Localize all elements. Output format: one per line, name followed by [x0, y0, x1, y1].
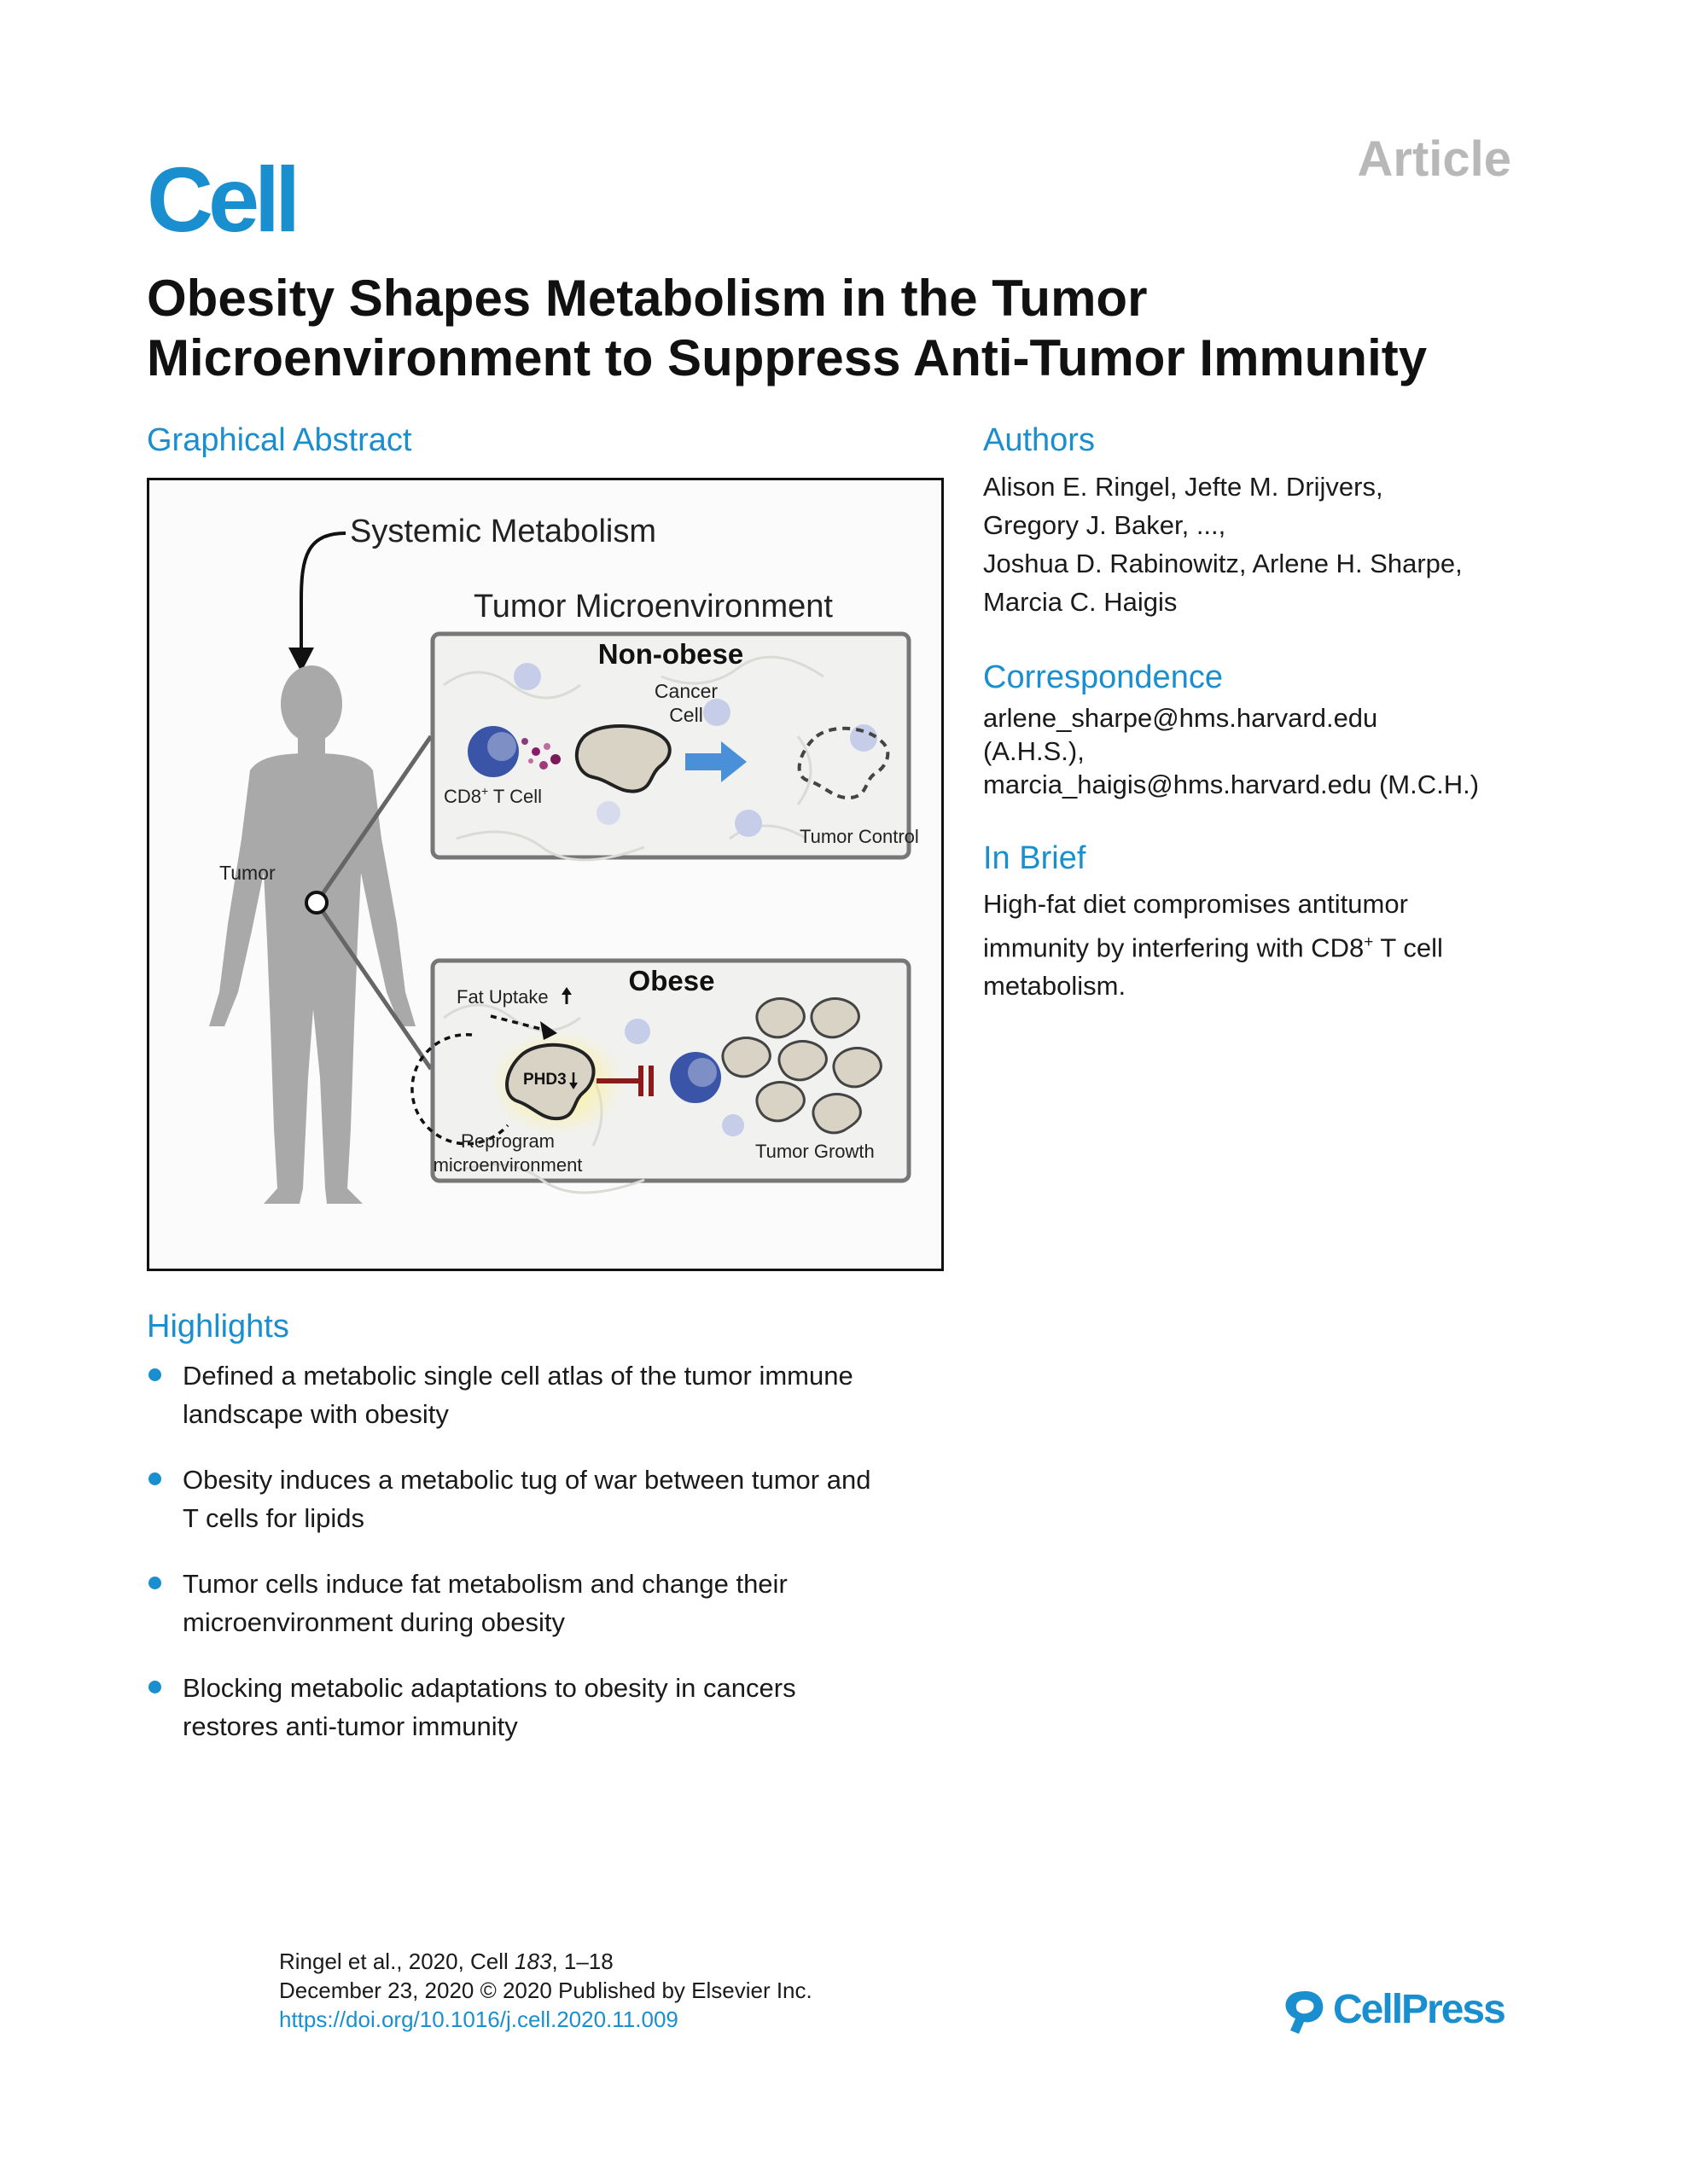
cancer-cell-label-line2: Cell [669, 704, 703, 726]
connector-line-nonobese [314, 735, 434, 904]
cancer-cell-icon [575, 723, 672, 793]
authors-heading: Authors [983, 422, 1095, 458]
publication-date: December 23, 2020 © 2020 Published by El… [279, 1978, 812, 2003]
highlight-item: Tumor cells induce fat metabolism and ch… [147, 1565, 966, 1641]
tumor-control-label: Tumor Control [800, 826, 919, 847]
highlights-list: Defined a metabolic single cell atlas of… [147, 1356, 966, 1773]
reprogram-dashed-arrow [410, 1032, 509, 1146]
authors-list: Alison E. Ringel, Jefte M. Drijvers, Gre… [983, 468, 1546, 621]
highlight-item: Obesity induces a metabolic tug of war b… [147, 1461, 966, 1537]
tumor-microenvironment-label: Tumor Microenvironment [474, 589, 833, 624]
cellpress-logo: CellPress [1280, 1984, 1546, 2044]
human-body-icon [209, 665, 416, 1204]
obese-panel: Obese Fat Uptake PHD3 [410, 958, 911, 1194]
tumor-site-marker [305, 891, 329, 915]
in-brief-heading: In Brief [983, 840, 1086, 876]
title-line: Obesity Shapes Metabolism in the Tumor [147, 270, 1148, 327]
graphical-abstract-illustration: Systemic Metabolism Tumor Microenvironme… [149, 480, 941, 1269]
authors-line: Alison E. Ringel, Jefte M. Drijvers, [983, 472, 1383, 502]
tumor-control-arrow-icon [685, 741, 747, 782]
non-obese-title: Non-obese [598, 638, 744, 670]
systemic-arrowhead-icon [288, 648, 314, 672]
bullet-icon [148, 1368, 161, 1381]
article-type-label: Article [1357, 131, 1511, 187]
title-line: Microenvironment to Suppress Anti-Tumor … [147, 329, 1428, 386]
cd8-t-cell-icon [468, 726, 561, 777]
tumor-growth-cells-icon [721, 997, 882, 1135]
article-title: Obesity Shapes Metabolism in the Tumor M… [147, 269, 1555, 388]
highlight-item: Defined a metabolic single cell atlas of… [147, 1356, 966, 1433]
authors-line: Joshua D. Rabinowitz, Arlene H. Sharpe, [983, 549, 1463, 578]
correspondence-initials: (A.H.S.), [983, 736, 1085, 766]
fat-uptake-label: Fat Uptake [457, 986, 549, 1008]
in-brief-text: High-fat diet compromises antitumor immu… [983, 885, 1546, 1005]
in-brief-line: High-fat diet compromises antitumor [983, 889, 1408, 919]
cancer-cell-label: Cancer [655, 680, 718, 702]
reprogram-label-line2: microenvironment [434, 1154, 583, 1176]
journal-logo: Cell [147, 148, 300, 251]
graphical-abstract-heading: Graphical Abstract [147, 422, 412, 458]
correspondence-block: arlene_sharpe@hms.harvard.edu (A.H.S.), … [983, 701, 1546, 801]
phd3-label: PHD3 [523, 1071, 567, 1089]
obese-title: Obese [629, 965, 715, 996]
highlight-item: Blocking metabolic adaptations to obesit… [147, 1669, 966, 1745]
graphical-abstract-figure: Systemic Metabolism Tumor Microenvironme… [147, 478, 944, 1271]
highlights-heading: Highlights [147, 1309, 289, 1345]
bullet-icon [148, 1577, 161, 1589]
inhibition-symbol-icon [597, 1066, 654, 1096]
tumor-growth-label: Tumor Growth [755, 1141, 875, 1162]
in-brief-line: metabolism. [983, 971, 1126, 1002]
cellpress-wordmark: CellPress [1333, 1987, 1506, 2032]
cellpress-mark-icon [1285, 1991, 1324, 2034]
up-arrow-head-icon [562, 987, 572, 995]
authors-line: Gregory J. Baker, ..., [983, 510, 1226, 540]
down-arrow-head-icon [569, 1083, 578, 1089]
systemic-metabolism-label: Systemic Metabolism [350, 514, 656, 549]
obese-tumor-cell-icon [505, 1043, 596, 1121]
citation-line: Ringel et al., 2020, Cell 183, 1–18 [279, 1949, 614, 1974]
systemic-arrow [300, 531, 346, 649]
authors-line: Marcia C. Haigis [983, 587, 1178, 617]
tumor-control-dashed-cell-icon [797, 726, 890, 800]
doi-link[interactable]: https://doi.org/10.1016/j.cell.2020.11.0… [279, 2007, 678, 2032]
connector-line-obese [314, 901, 434, 1071]
cd8-t-cell-label: CD8+ T Cell [444, 784, 542, 807]
bullet-icon [148, 1681, 161, 1693]
obese-t-cell-icon [670, 1052, 721, 1103]
reprogram-label: Reprogram [461, 1130, 555, 1152]
tumor-label: Tumor [219, 862, 276, 884]
citation-block: Ringel et al., 2020, Cell 183, 1–18 Dece… [279, 1947, 812, 2034]
bullet-icon [148, 1472, 161, 1485]
dashed-arrowhead-icon [540, 1021, 557, 1040]
correspondence-email-link[interactable]: arlene_sharpe@hms.harvard.edu [983, 703, 1378, 733]
non-obese-panel: Non-obese Cancer Cell CD8+ T Cell Tumor … [430, 631, 919, 862]
in-brief-line: immunity by interfering with CD8+ T cell [983, 932, 1443, 963]
correspondence-heading: Correspondence [983, 659, 1223, 695]
correspondence-email-link[interactable]: marcia_haigis@hms.harvard.edu (M.C.H.) [983, 770, 1480, 799]
